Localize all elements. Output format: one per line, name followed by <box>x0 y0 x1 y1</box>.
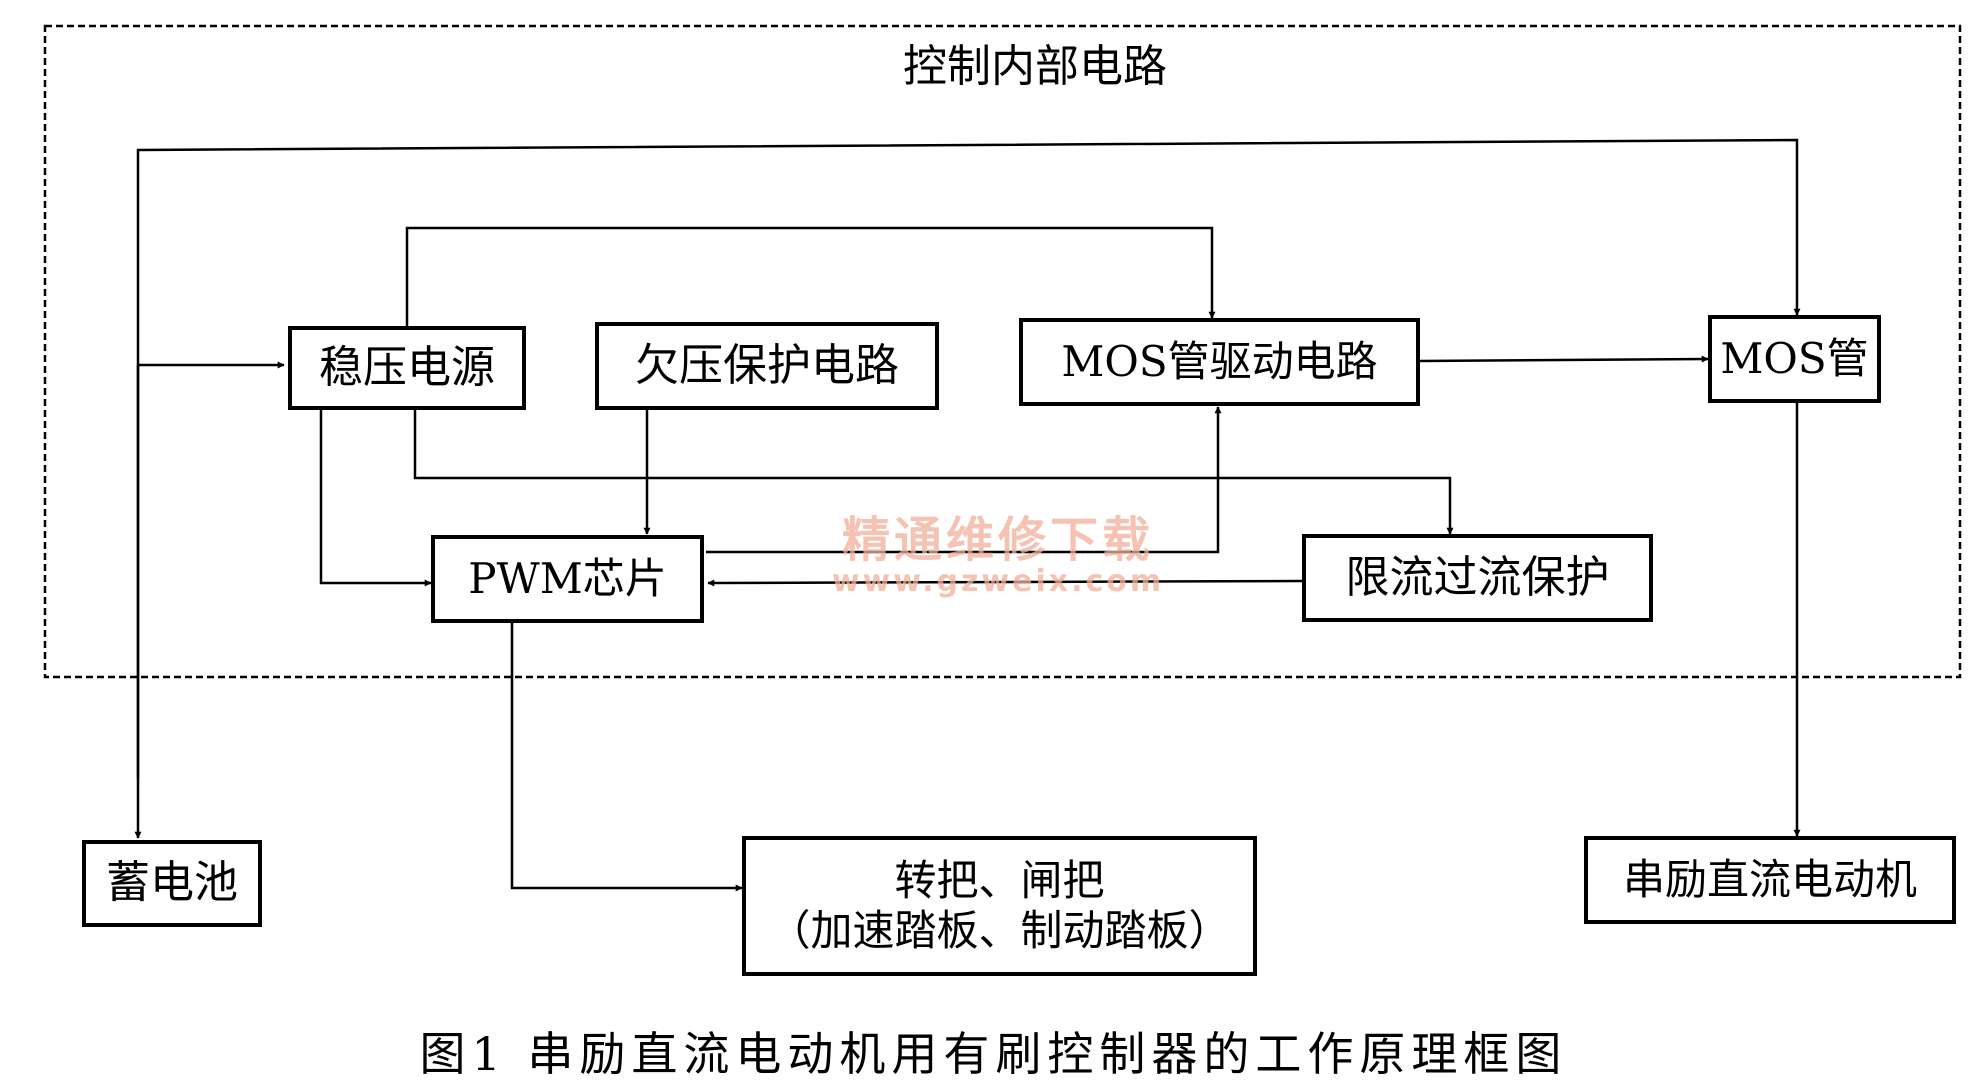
current-limit-label: 限流过流保护 <box>1345 551 1610 603</box>
control-circuit-boundary <box>43 24 1962 679</box>
wire-current-limit-to-pwm <box>707 579 1303 587</box>
battery-label: 蓄电池 <box>106 857 238 909</box>
pwm-chip-label: PWM芯片 <box>468 553 667 603</box>
regulator-box: 稳压电源 <box>288 326 526 410</box>
handlebar-label-line2: （加速踏板、制动踏板） <box>768 906 1231 955</box>
mos-tube-box: MOS管 <box>1708 315 1881 403</box>
handlebar-label-line1: 转把、闸把 <box>894 855 1105 905</box>
pwm-chip-box: PWM芯片 <box>431 535 704 623</box>
motor-box: 串励直流电动机 <box>1584 836 1956 924</box>
mos-tube-label: MOS管 <box>1720 333 1869 383</box>
handlebar-box: 转把、闸把 （加速踏板、制动踏板） <box>742 836 1257 976</box>
motor-label: 串励直流电动机 <box>1622 854 1917 904</box>
wire-driver-to-mos-tube <box>1419 355 1709 363</box>
undervoltage-box: 欠压保护电路 <box>595 322 939 410</box>
wire-bus-to-mos-tube <box>136 138 1801 778</box>
figure-caption: 图1 串励直流电动机用有刷控制器的工作原理框图 <box>419 1027 1568 1081</box>
region-label: 控制内部电路 <box>903 41 1167 92</box>
wire-pwm-to-driver <box>706 406 1222 554</box>
current-limit-box: 限流过流保护 <box>1302 534 1653 622</box>
wire-regulator-to-driver <box>405 226 1216 326</box>
regulator-label: 稳压电源 <box>319 341 495 393</box>
wire-regulator-to-pwm <box>319 409 432 587</box>
mos-driver-box: MOS管驱动电路 <box>1019 318 1420 406</box>
undervoltage-label: 欠压保护电路 <box>635 339 899 391</box>
wire-regulator-to-current-limit <box>413 409 1454 535</box>
mos-driver-label: MOS管驱动电路 <box>1061 336 1378 386</box>
battery-box: 蓄电池 <box>82 840 262 927</box>
watermark-line2: www.gzweix.com <box>831 564 1165 599</box>
wire-pwm-to-handlebar <box>510 623 743 892</box>
watermark: 精通维修下载 www.gzweix.com <box>808 500 1188 599</box>
watermark-line1: 精通维修下载 <box>841 512 1154 568</box>
